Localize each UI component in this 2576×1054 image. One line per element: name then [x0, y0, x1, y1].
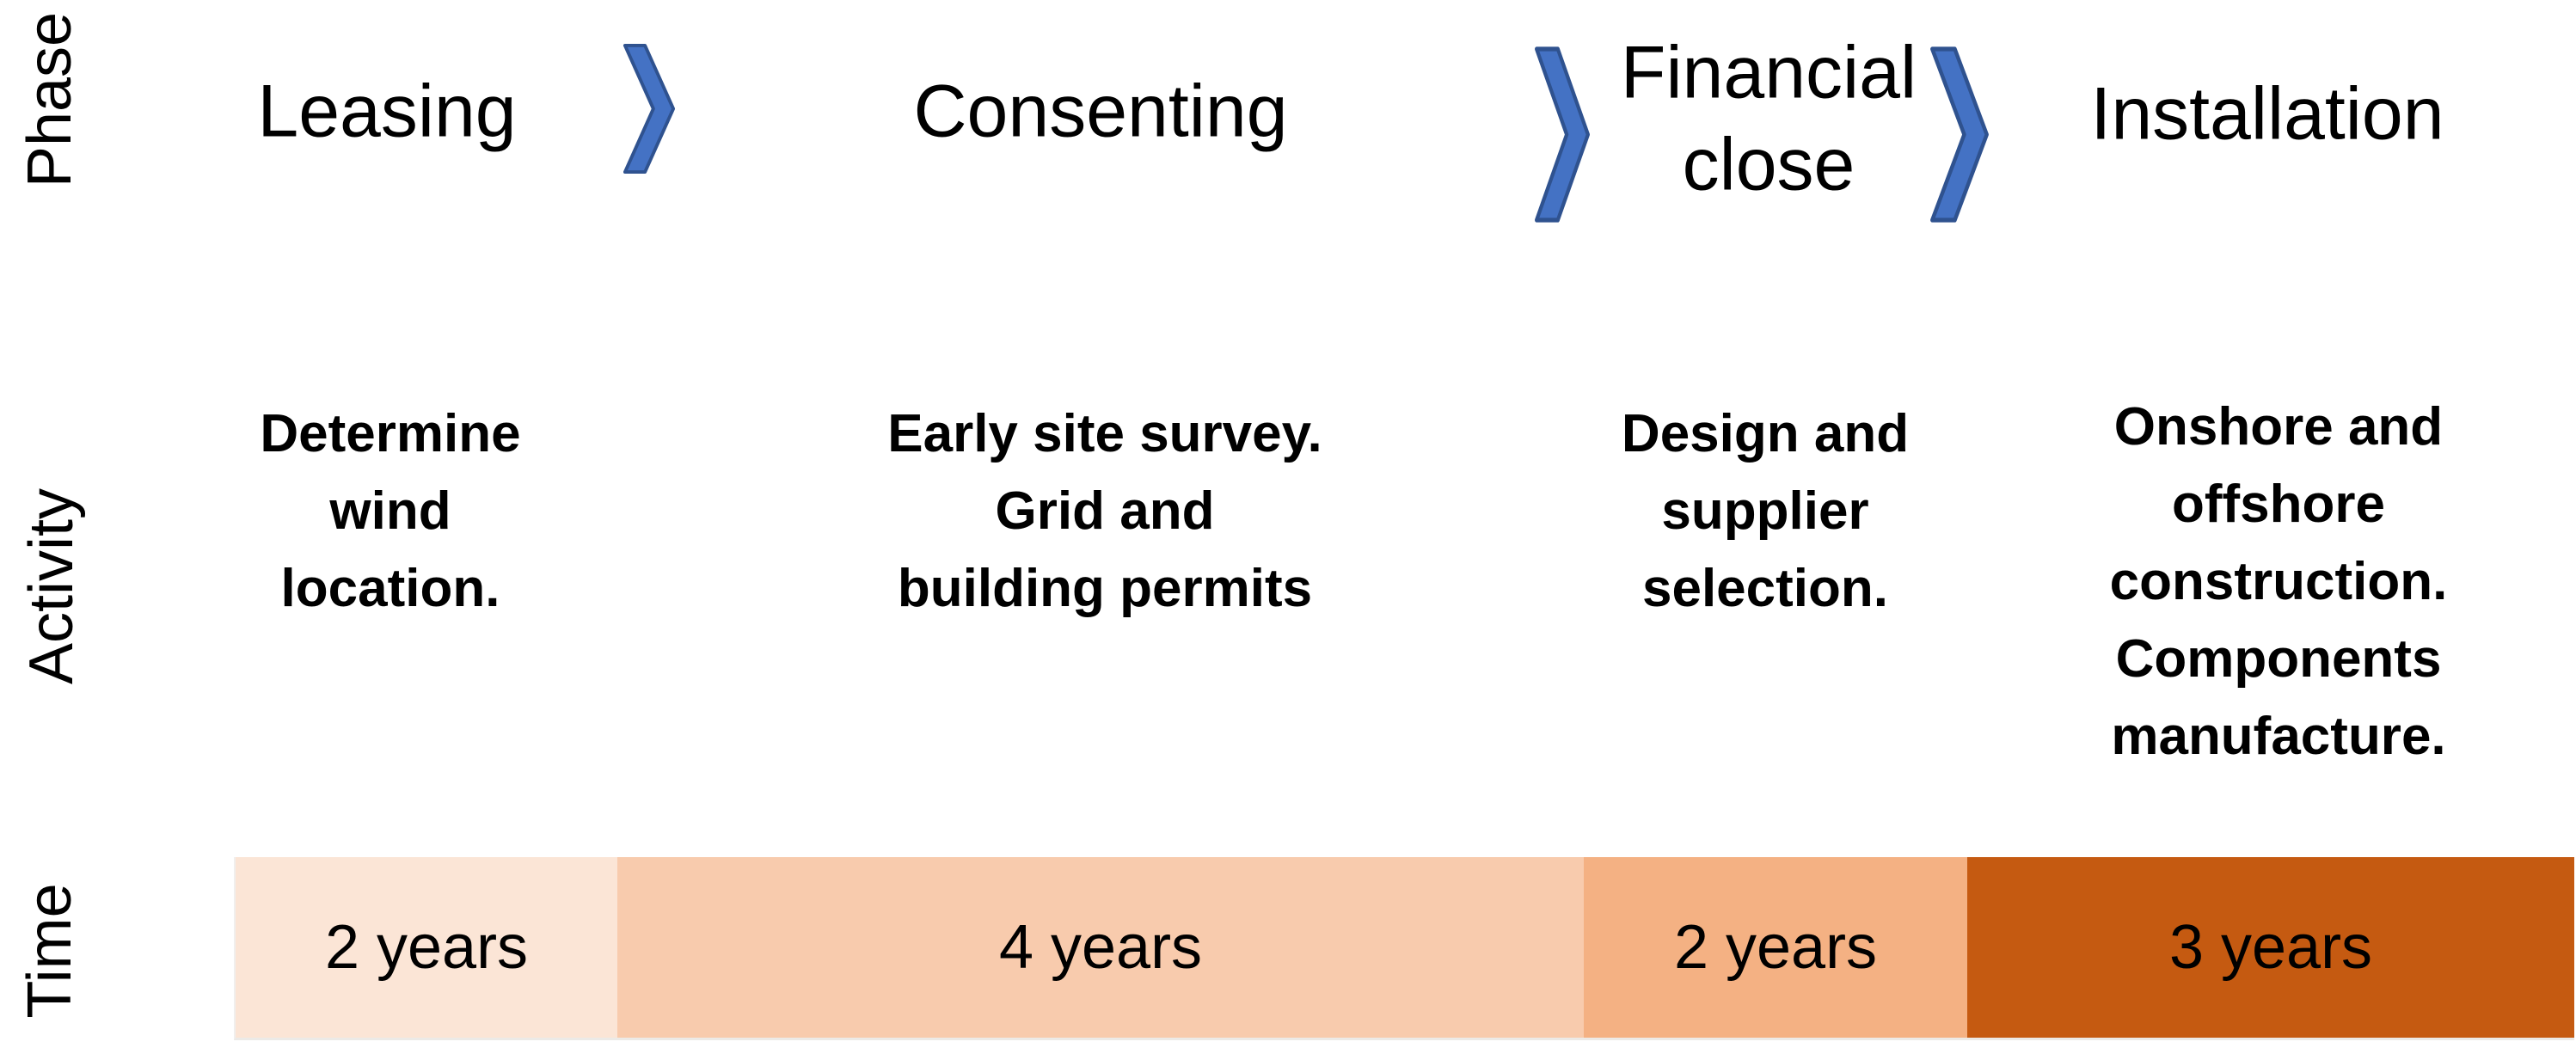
- activity-line: Components: [2115, 629, 2442, 689]
- time-segment-label: 4 years: [998, 913, 1203, 982]
- row-label-activity: Activity: [17, 487, 86, 685]
- phase-label-financial-close-line1: Financial: [1620, 31, 1917, 114]
- time-segment-label: 2 years: [324, 913, 529, 982]
- phase-label-consenting: Consenting: [913, 70, 1288, 153]
- activity-line: Early site survey.: [887, 404, 1322, 463]
- time-segment-label: 3 years: [2168, 913, 2373, 982]
- activity-installation: Onshore and offshore construction. Compo…: [2110, 389, 2448, 775]
- activity-line: manufacture.: [2111, 707, 2446, 766]
- activity-line: Grid and: [995, 481, 1215, 541]
- chevron-right-icon: [1535, 46, 1590, 223]
- chevron-right-icon: [1930, 46, 1989, 223]
- activity-line: location.: [280, 559, 500, 618]
- activity-line: offshore: [2172, 475, 2385, 534]
- activity-line: supplier: [1661, 481, 1869, 541]
- time-segment-financial-close: 2 years: [1584, 857, 1967, 1038]
- time-bar: 2 years 4 years 2 years 3 years: [234, 857, 2574, 1040]
- phase-label-leasing: Leasing: [257, 70, 517, 153]
- activity-line: construction.: [2109, 552, 2448, 611]
- time-segment-installation: 3 years: [1967, 857, 2574, 1038]
- activity-line: building permits: [897, 559, 1313, 618]
- row-label-time: Time: [15, 883, 84, 1019]
- time-segment-label: 2 years: [1673, 913, 1878, 982]
- activity-line: Determine: [260, 404, 521, 463]
- row-label-phase: Phase: [15, 11, 84, 188]
- activity-line: Design and: [1621, 404, 1910, 463]
- phase-label-financial-close-line2: close: [1682, 123, 1855, 205]
- activity-line: Onshore and: [2113, 397, 2444, 457]
- phase-label-installation: Installation: [2090, 72, 2444, 156]
- activity-consenting: Early site survey. Grid and building per…: [887, 395, 1322, 628]
- time-segment-consenting: 4 years: [617, 857, 1584, 1038]
- activity-financial-close: Design and supplier selection.: [1622, 395, 1909, 628]
- activity-leasing: Determine wind location.: [260, 395, 520, 628]
- activity-line: wind: [329, 481, 451, 541]
- chevron-right-icon: [623, 43, 676, 175]
- time-segment-leasing: 2 years: [236, 857, 617, 1038]
- activity-line: selection.: [1641, 559, 1888, 618]
- phase-label-financial-close: Financial close: [1621, 27, 1917, 210]
